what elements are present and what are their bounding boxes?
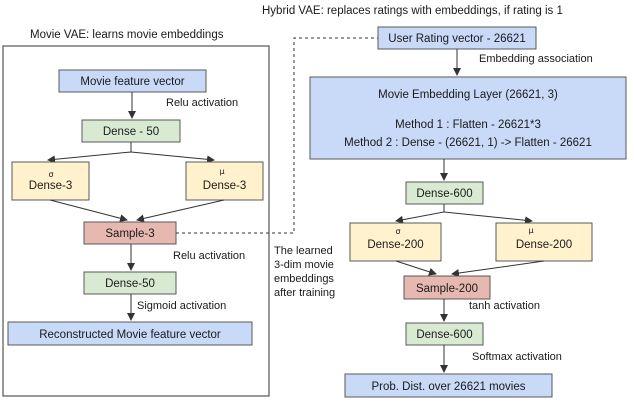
left-mu-symbol: μ (219, 167, 224, 176)
left-sigma-dense-3-label: Dense-3 (29, 180, 72, 192)
left-mu-dense-3-box (185, 161, 264, 201)
arrow-dense50-to-mu (130, 151, 215, 164)
movie-feature-vector-label: Movie feature vector (80, 76, 184, 88)
right-panel-title: Hybrid VAE: replaces ratings with embedd… (262, 5, 563, 17)
sample-200-box (403, 275, 491, 300)
relu-activation-1: Relu activation (166, 97, 238, 109)
left-panel-title: Movie VAE: learns movie embeddings (30, 29, 224, 41)
arrow-mu-to-sample (136, 199, 225, 223)
reconstructed-vector-label: Reconstructed Movie feature vector (39, 329, 221, 341)
prob-dist-label: Prob. Dist. over 26621 movies (371, 381, 525, 393)
right-sigma-symbol: σ (395, 227, 400, 236)
right-sigma-dense-200-label: Dense-200 (367, 239, 423, 251)
arrow-dense50-to-sigma (47, 142, 132, 164)
note-line-3: embeddings (274, 273, 334, 285)
dense-600b-label: Dense-600 (416, 329, 472, 341)
prob-dist-box (344, 373, 553, 398)
relu-activation-2: Relu activation (173, 250, 245, 262)
embedding-connector-line (176, 37, 378, 234)
arrow-sigma200-to-sample (395, 260, 437, 276)
movie-embedding-layer-box (309, 76, 627, 160)
left-mu-dense-3-label: Dense-3 (203, 180, 246, 192)
tanh-activation: tanh activation (469, 300, 540, 312)
method-1-label: Method 1 : Flatten - 26621*3 (395, 119, 541, 131)
note-line-4: after training (274, 287, 335, 299)
right-mu-dense-200-label: Dense-200 (516, 239, 572, 251)
right-mu-symbol: μ (528, 226, 533, 235)
arrow-sigma-to-sample (49, 199, 128, 223)
dense-50b-label: Dense-50 (105, 278, 155, 290)
note-line-1: The learned (274, 245, 333, 257)
left-sigma-symbol: σ (48, 170, 53, 179)
dense-50b-box (83, 271, 177, 295)
user-rating-vector-label: User Rating vector - 26621 (388, 33, 525, 45)
arrow-dense600-to-sigma (395, 204, 445, 224)
method-2-label: Method 2 : Dense - (26621, 1) -> Flatten… (344, 137, 592, 149)
sigmoid-activation: Sigmoid activation (137, 300, 226, 312)
sample-200-label: Sample-200 (416, 283, 478, 295)
left-panel-frame (2, 45, 270, 397)
softmax-activation: Softmax activation (472, 351, 562, 363)
dense-600-label: Dense-600 (416, 188, 472, 200)
embedding-association-label: Embedding association (479, 53, 593, 65)
embedding-layer-title: Movie Embedding Layer (26621, 3) (378, 89, 558, 101)
right-sigma-dense-200-box (349, 222, 442, 262)
note-line-2: 3-dim movie (274, 259, 334, 271)
sample-3-label: Sample-3 (105, 228, 154, 240)
right-mu-dense-200-box (495, 222, 593, 262)
arrow-mu200-to-sample (451, 260, 545, 277)
reconstructed-vector-box (7, 321, 253, 346)
arrow-dense600-to-mu (443, 211, 533, 225)
dense-50-label: Dense - 50 (103, 126, 159, 138)
